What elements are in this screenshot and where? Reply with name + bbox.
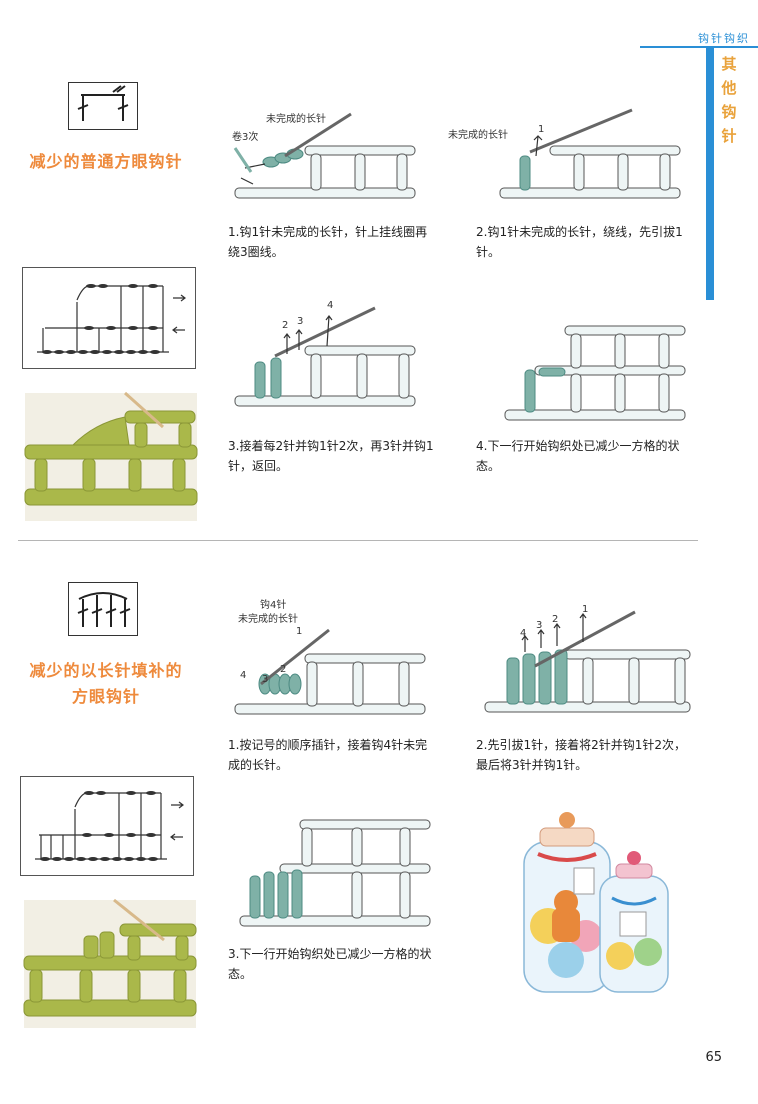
s2-step2-label: 1 (582, 604, 589, 615)
side-tab-bar (706, 48, 714, 300)
s2-step1-label: 2 (280, 664, 287, 675)
s1-step1-label: 未完成的长针 (266, 114, 326, 125)
section-divider (18, 540, 698, 541)
s1-step2-label: 1 (538, 124, 545, 135)
s1-step3-illustration (234, 306, 416, 407)
decrease-symbol-icon (77, 85, 129, 121)
decrease-4dc-symbol-icon (77, 592, 131, 627)
s2-step2-label: 2 (552, 614, 559, 625)
page-number: 65 (705, 1050, 722, 1065)
section2-photo (23, 898, 197, 1028)
section1-chart (22, 267, 196, 369)
s1-step1-caption: 1.钩1针未完成的长针，针上挂线圈再绕3圈线。 (228, 225, 428, 259)
side-tab-char: 他 (721, 79, 737, 97)
s2-step1-label: 未完成的长针 (238, 614, 298, 625)
s2-step1-illustration (234, 628, 426, 715)
s2-step2-caption: 2.先引拔1针，接着将2针并钩1针2次，最后将3针并钩1针。 (476, 738, 686, 772)
s1-step2-label: 未完成的长针 (448, 130, 508, 141)
s2-step1-label: 4 (240, 670, 247, 681)
s2-step1-label: 3 (262, 674, 269, 685)
s2-step3-illustration (239, 819, 431, 927)
side-tab-char: 钩 (721, 103, 737, 121)
yarn-swatch-photo (24, 391, 198, 521)
s2-step1-caption: 1.按记号的顺序插针，接着钩4针未完成的长针。 (228, 738, 428, 772)
s1-step3-label: 2 (282, 320, 289, 331)
s2-step1-label: 钩4针 (260, 600, 287, 611)
s1-step1-label: 卷3次 (232, 132, 259, 143)
section2-chart (20, 776, 194, 876)
s1-step1-illustration (233, 112, 416, 199)
section1-title: 减少的普通方眼钩针 (29, 152, 183, 171)
section2-chart-diagram (35, 791, 184, 861)
section2-title-line1: 减少的以长针填补的 (29, 661, 183, 680)
s2-step2-label: 3 (536, 620, 543, 631)
s1-step3-caption: 3.接着每2针并钩1针2次，再3针并钩1针，返回。 (228, 439, 434, 473)
s2-step2-illustration (484, 610, 691, 713)
s1-step2-caption: 2.钩1针未完成的长针，绕线，先引拔1针。 (476, 225, 683, 259)
running-header: 钩针钩织 (698, 32, 750, 45)
side-tab-char: 针 (721, 127, 737, 145)
s1-step3-label: 3 (297, 316, 304, 327)
yarn-swatch-photo (23, 898, 197, 1028)
s2-step3-caption: 3.下一行开始钩织处已减少一方格的状态。 (228, 947, 432, 981)
section1-photo (24, 391, 198, 521)
s2-step2-label: 4 (520, 628, 527, 639)
section2-title: 减少的以长针填补的 方眼钩针 (6, 658, 206, 710)
side-tab (711, 48, 746, 300)
decrease-symbol-box (68, 82, 138, 130)
header-rule (640, 46, 758, 48)
yarn-jars-illustration (523, 812, 669, 993)
side-tab-text: 其 他 钩 针 (716, 52, 742, 148)
s1-step4-illustration (504, 325, 686, 421)
s2-step1-label: 1 (296, 626, 303, 637)
s1-step2-illustration (499, 108, 681, 199)
section1-chart-diagram (37, 284, 186, 354)
side-tab-char: 其 (721, 55, 737, 73)
s1-step3-label: 4 (327, 300, 334, 311)
section2-title-line2: 方眼钩针 (71, 687, 140, 706)
decrease-symbol-box (68, 582, 138, 636)
s1-step4-caption: 4.下一行开始钩织处已减少一方格的状态。 (476, 439, 680, 473)
